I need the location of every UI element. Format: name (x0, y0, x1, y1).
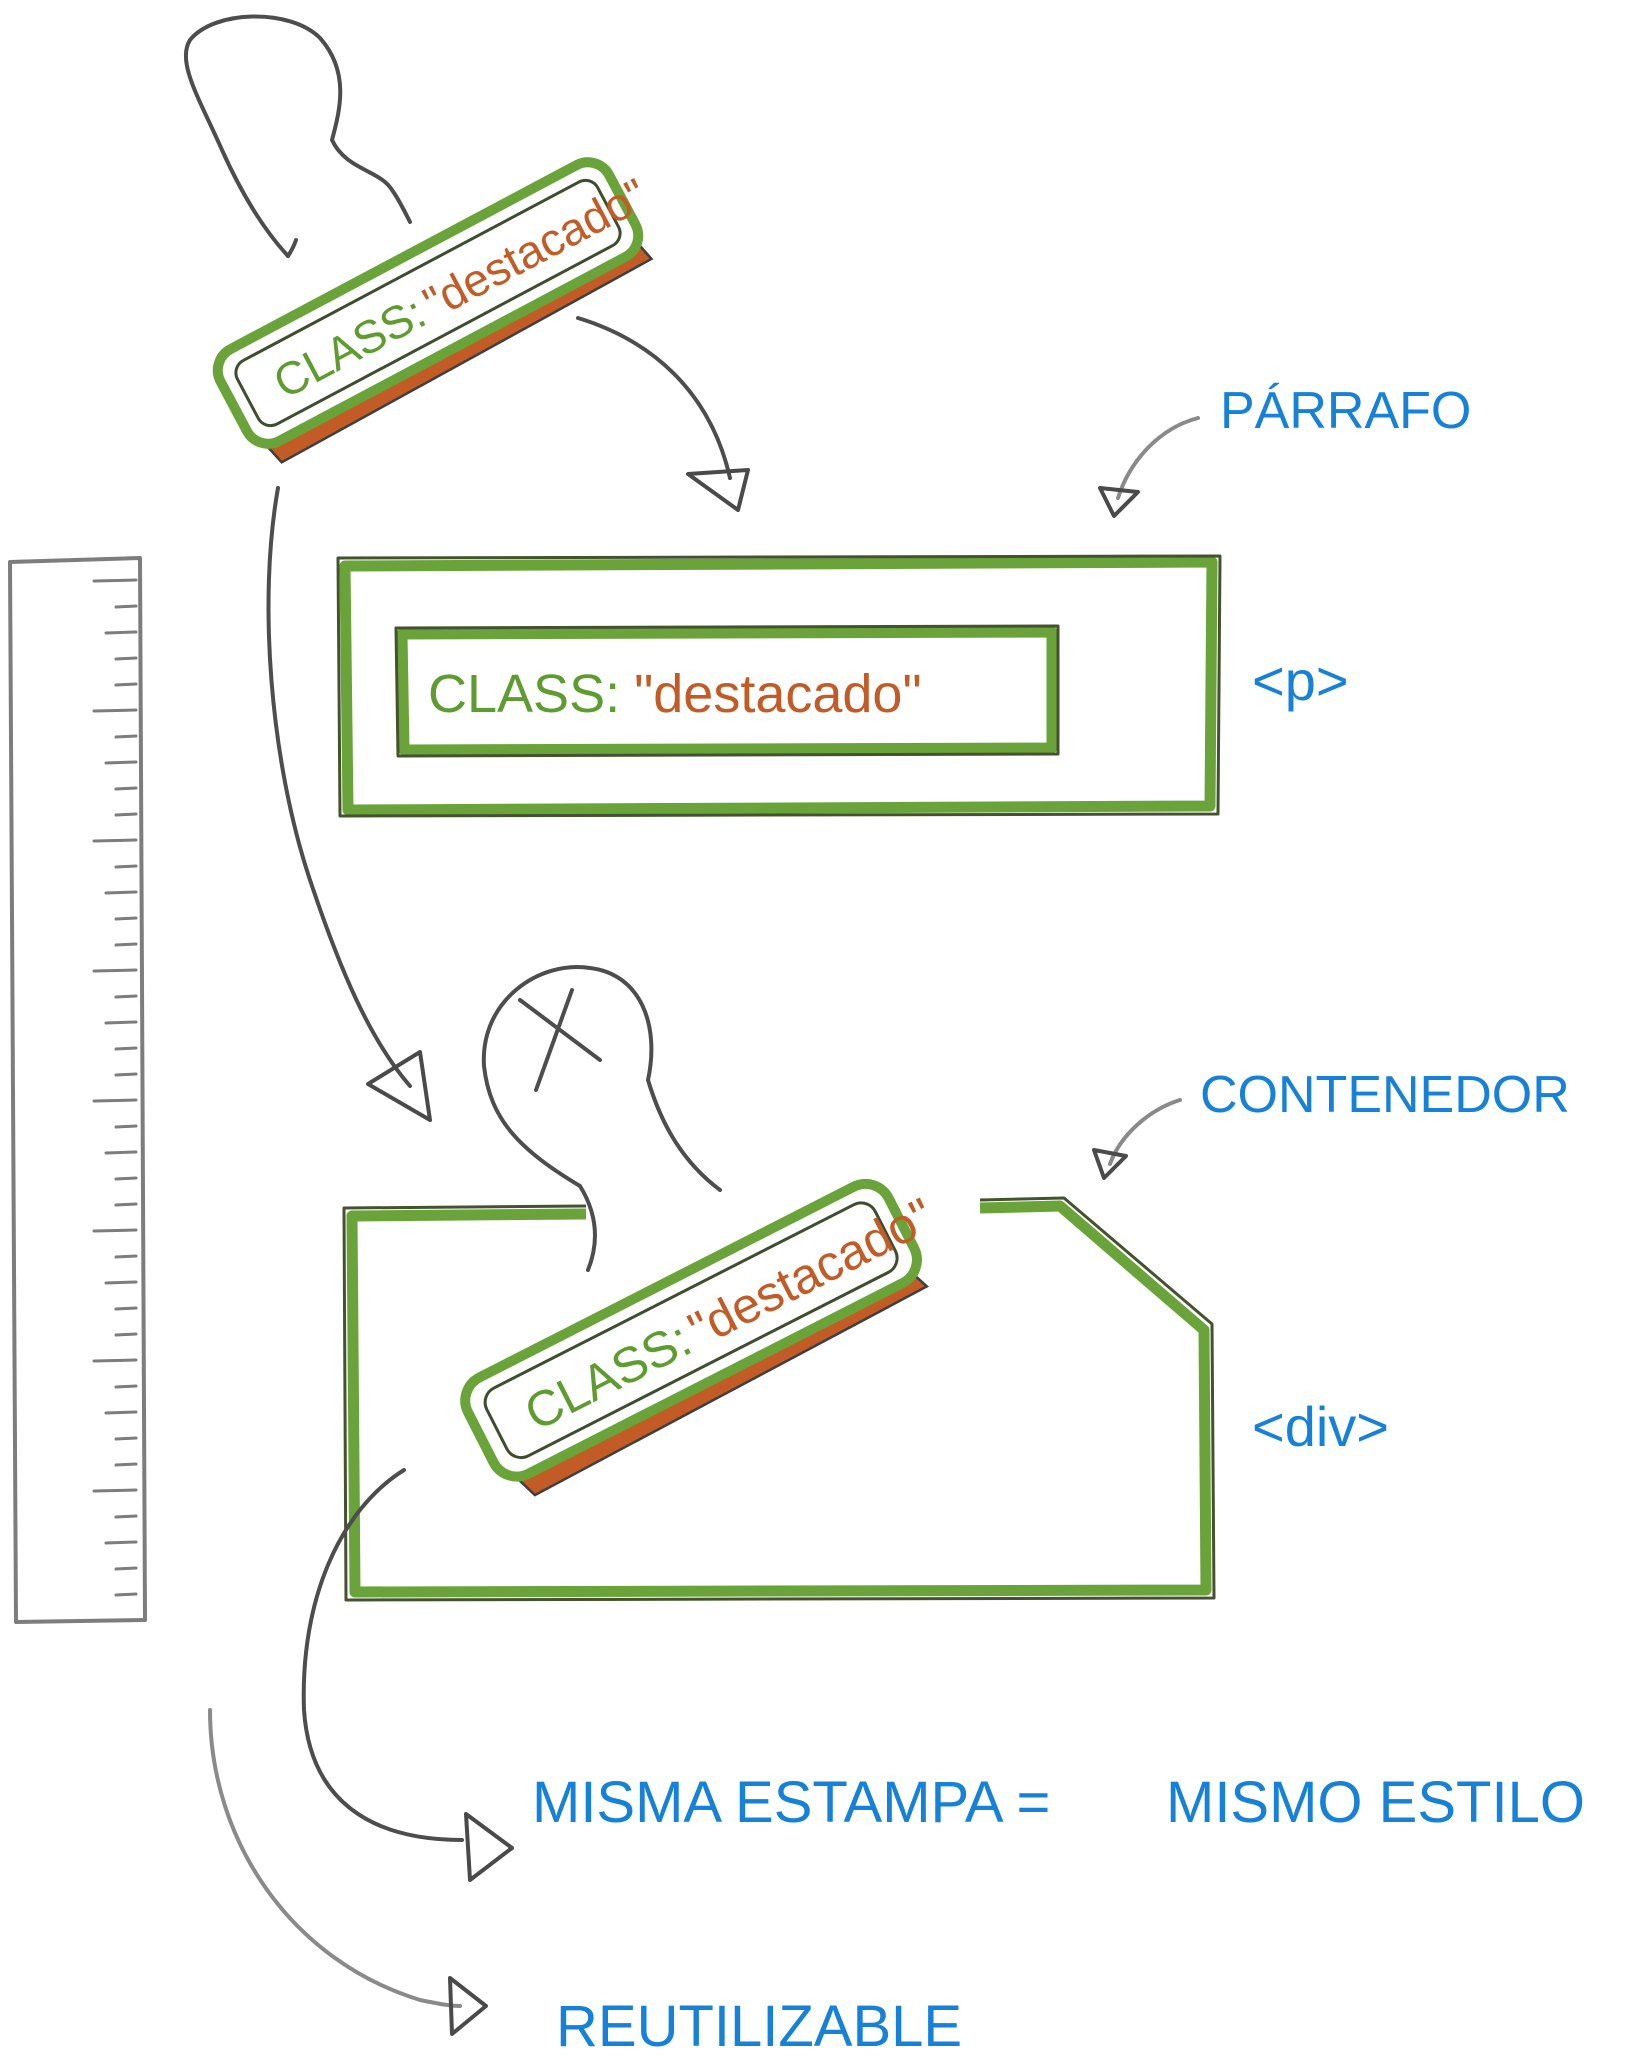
arrow-to-paragraph (576, 316, 750, 512)
label-reutilizable: REUTILIZABLE (556, 1994, 962, 2058)
ruler-tick (104, 630, 138, 635)
ruler-tick (114, 604, 138, 609)
ruler-tick (104, 1150, 138, 1155)
label-parrafo: PÁRRAFO (1220, 382, 1471, 440)
ruler-tick (92, 838, 138, 843)
ruler-tick (104, 1410, 138, 1415)
ruler-tick (114, 1202, 138, 1207)
arrow-to-misma-estampa (301, 1468, 514, 1882)
ruler-tick (92, 1488, 138, 1493)
ruler-tick (114, 1124, 138, 1129)
label-div-tag: <div> (1252, 1395, 1389, 1458)
bottom-stamp-body (460, 1178, 922, 1482)
ruler-tick (114, 1332, 138, 1337)
ruler-tick (92, 708, 138, 713)
ruler-tick (92, 578, 138, 583)
ruler-tick (114, 1072, 138, 1077)
label-misma-estampa: MISMA ESTAMPA = (532, 1770, 1050, 1835)
ruler-tick (114, 734, 138, 739)
ruler-tick (114, 1566, 138, 1571)
arrow-to-div (266, 486, 432, 1122)
ruler-tick (104, 890, 138, 895)
ruler-tick (114, 1462, 138, 1467)
ruler-tick (92, 1098, 138, 1103)
ruler-tick (104, 1540, 138, 1545)
ruler-tick (114, 1306, 138, 1311)
bottom-stamp-handle (481, 965, 722, 1272)
ruler-tick (114, 1592, 138, 1597)
top-stamp-body (212, 157, 644, 449)
ruler-tick (114, 916, 138, 921)
ruler-tick (114, 1254, 138, 1259)
ruler-tick (114, 786, 138, 791)
div-container (342, 1196, 1216, 1602)
ruler-tick (114, 1514, 138, 1519)
ruler-tick (114, 1046, 138, 1051)
paragraph-box: CLASS:"destacado" (336, 554, 1222, 818)
ruler-tick (114, 812, 138, 817)
label-p-tag: <p> (1252, 649, 1349, 712)
ruler-tick (114, 682, 138, 687)
ruler-tick (114, 942, 138, 947)
ruler-tick (114, 656, 138, 661)
pointer-contenedor (1092, 1098, 1182, 1180)
ruler-tick (104, 1020, 138, 1025)
ruler-tick (114, 1176, 138, 1181)
ruler-tick (92, 968, 138, 973)
ruler-tick (104, 760, 138, 765)
ruler-tick (92, 1228, 138, 1233)
ruler-tick (114, 1384, 138, 1389)
ruler-tick (114, 864, 138, 869)
ruler-tick (114, 1436, 138, 1441)
ruler-tick (104, 1280, 138, 1285)
paragraph-class-label: CLASS:"destacado" (428, 664, 922, 724)
ruler (8, 556, 147, 1624)
arrow-to-reutilizable (208, 1708, 488, 2036)
top-stamp: CLASS:"destacado" (212, 157, 655, 464)
label-mismo-estilo: MISMO ESTILO (1166, 1770, 1585, 1835)
top-stamp-handle (183, 14, 412, 258)
ruler-tick (114, 994, 138, 999)
ruler-ticks (92, 578, 138, 1597)
ruler-tick (92, 1358, 138, 1363)
label-contenedor: CONTENEDOR (1200, 1066, 1570, 1124)
pointer-parrafo (1098, 416, 1200, 518)
bottom-stamp: CLASS:"destacado" (460, 1178, 942, 1497)
